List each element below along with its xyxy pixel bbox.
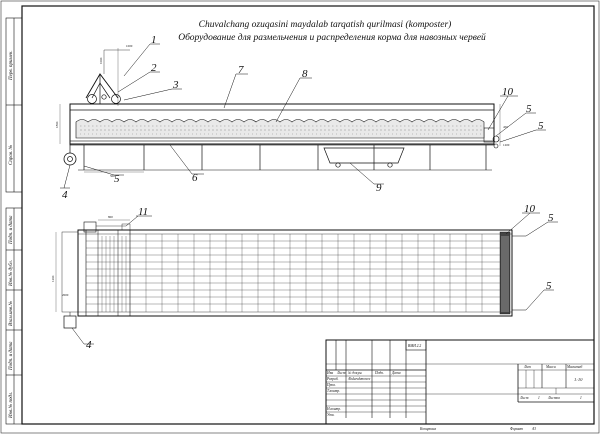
tb-razrab: Разраб. — [326, 377, 339, 381]
dim-side-3: 1800 — [55, 121, 59, 128]
tb-hdr-data: Дата — [391, 371, 401, 375]
plan-hopper — [83, 221, 97, 233]
tb-masshtab: Масштаб — [566, 365, 582, 369]
tb-hdr-podp: Подп. — [374, 371, 384, 375]
plan-grid — [86, 234, 500, 312]
callout-9: 9 — [376, 182, 382, 194]
callout-10-plan: 10 — [524, 203, 536, 215]
callout-6: 6 — [192, 172, 198, 184]
tb-kopiroval: Копировал — [419, 427, 437, 431]
end-rollers — [483, 127, 495, 143]
side-label-podp-data-2: Подп. и дата — [9, 341, 14, 371]
tb-utv: Утв. — [327, 413, 335, 417]
side-label-vzam-inv: Взам.инв.№ — [8, 301, 14, 326]
collection-cart — [323, 147, 405, 164]
tb-razrab-name: Abdurahmonov — [347, 377, 371, 381]
bottom-rail — [69, 140, 495, 146]
drawing-title-ru: Оборудование для размельчения и распреде… — [178, 32, 486, 43]
tb-format-val: A3 — [531, 427, 536, 431]
plan-motor — [63, 315, 77, 329]
dim-plan-7: 800 — [108, 215, 113, 219]
dim-side-6: 1200 — [503, 143, 510, 147]
plan-end-rollers — [499, 231, 511, 315]
tb-hdr-list: Лист — [336, 371, 346, 375]
side-label-sprav-no: Справ. № — [8, 144, 14, 165]
side-label-perv-primen: Перв. примен. — [9, 50, 14, 81]
container-body — [69, 103, 495, 145]
tb-massa: Масса — [545, 365, 556, 369]
tb-list-val: 1 — [538, 396, 540, 400]
drawing-title-uz: Chuvalchang ozuqasini maydalab tarqatish… — [199, 19, 452, 30]
plan-outline — [77, 229, 513, 317]
dim-side-5: 450 — [503, 125, 508, 129]
callout-5-side-bottom: 5 — [538, 120, 544, 132]
callout-3: 3 — [172, 79, 179, 91]
support-legs — [78, 145, 492, 171]
side-label-podp-data-1: Подп. и дата — [9, 215, 14, 245]
side-label-inv-podl: Инв.№ подл. — [8, 392, 14, 419]
callout-5-side-top: 5 — [526, 103, 532, 115]
tb-listov: Листов — [547, 396, 560, 400]
callout-leaders-plan — [71, 212, 558, 345]
tb-hdr-izm: Изм — [326, 371, 334, 375]
tb-listov-val: 1 — [580, 396, 582, 400]
tb-tkontr: Т.контр. — [327, 389, 340, 393]
tb-format: Формат — [510, 427, 523, 431]
compost-texture — [80, 125, 484, 135]
drive-motor — [63, 152, 77, 166]
callout-leaders-side — [60, 43, 546, 189]
tb-top-code: BMИ 2.2 — [408, 344, 421, 348]
dim-side-4: 500 — [110, 174, 115, 178]
callout-4-plan: 4 — [86, 339, 92, 351]
tb-scale-value: 1:10 — [574, 377, 583, 382]
callout-8: 8 — [302, 68, 308, 80]
dim-side-2: 1000 — [99, 57, 103, 64]
dim-side-1: 1000 — [126, 44, 133, 48]
dim-plan-9: 2000 — [62, 293, 69, 297]
callout-2: 2 — [151, 62, 157, 74]
tb-nkontr: Н.контр. — [326, 407, 341, 411]
left-strip — [5, 17, 23, 425]
callout-4-side: 4 — [62, 189, 68, 201]
plan-crusher — [85, 229, 131, 317]
callout-7: 7 — [238, 64, 244, 76]
title-block — [325, 339, 595, 425]
plan-view — [55, 219, 526, 329]
plan-end-slats — [501, 236, 509, 312]
callout-1: 1 — [151, 34, 157, 46]
tb-hdr-doc: № докум. — [347, 371, 362, 375]
callout-5-plan-top: 5 — [548, 212, 554, 224]
crusher-drum-left — [87, 94, 97, 104]
tb-lit: Лит — [523, 365, 531, 369]
tb-prov: Пров. — [326, 383, 336, 387]
callout-11: 11 — [138, 206, 148, 218]
callout-5-side-left: 5 — [114, 173, 120, 185]
compost-layer — [75, 119, 485, 139]
cart-wheel-left — [335, 162, 341, 168]
side-view — [59, 48, 501, 173]
callout-5-plan-bottom: 5 — [546, 280, 552, 292]
tb-list: Лист — [519, 396, 529, 400]
dim-plan-8: 1200 — [51, 275, 55, 282]
side-label-inv-dubl: Инв.№ дубл. — [8, 260, 14, 287]
callout-10-side: 10 — [502, 86, 514, 98]
cart-wheel-right — [387, 162, 393, 168]
